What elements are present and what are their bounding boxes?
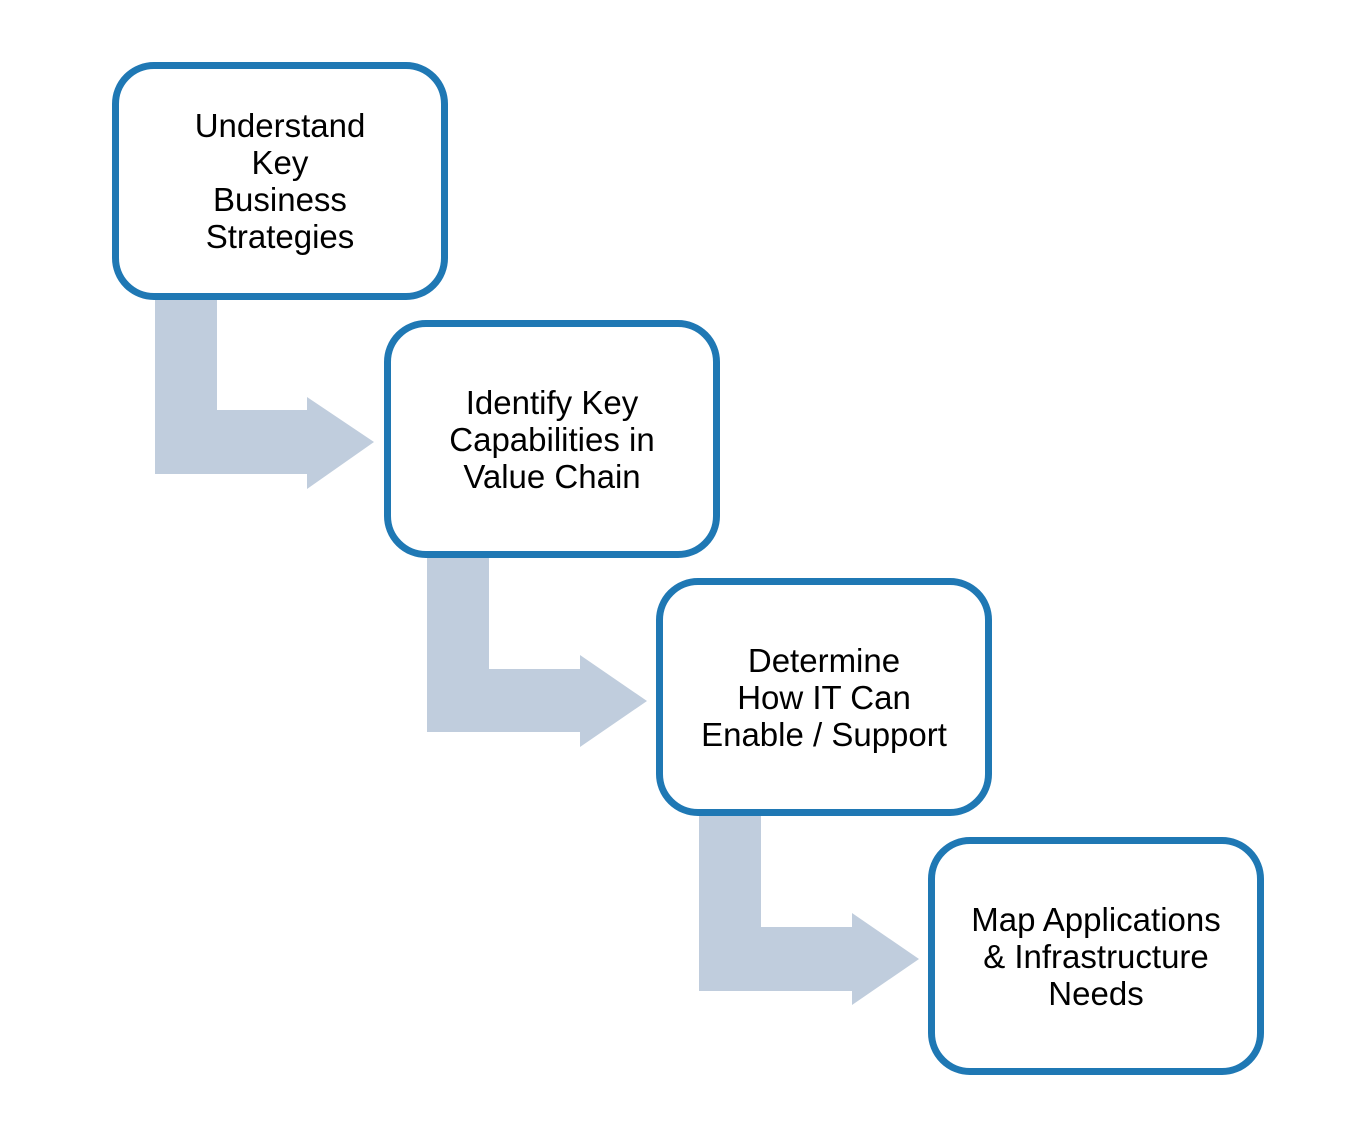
step-box-determine-it-support: Determine How IT Can Enable / Support xyxy=(656,578,992,816)
arrow-step3-to-step4 xyxy=(699,815,919,1005)
step-box-map-applications: Map Applications & Infrastructure Needs xyxy=(928,837,1264,1075)
step-label: Determine How IT Can Enable / Support xyxy=(701,641,947,753)
step-label: Identify Key Capabilities in Value Chain xyxy=(449,383,655,495)
step-label: Understand Key Business Strategies xyxy=(194,107,366,255)
step-box-identify-capabilities: Identify Key Capabilities in Value Chain xyxy=(384,320,720,558)
arrow-step1-to-step2 xyxy=(155,298,374,489)
step-label: Map Applications & Infrastructure Needs xyxy=(971,900,1221,1012)
step-box-understand-strategies: Understand Key Business Strategies xyxy=(112,62,448,300)
arrow-step2-to-step3 xyxy=(427,556,647,747)
